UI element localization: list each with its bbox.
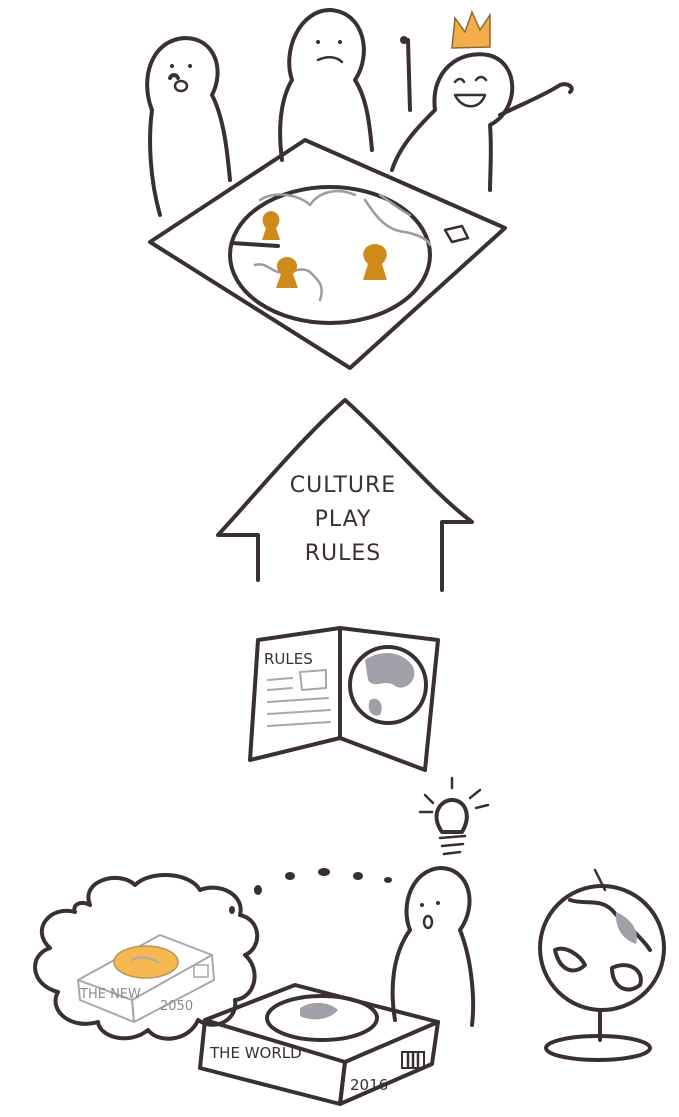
idea-lightbulb (420, 778, 488, 854)
imagined-box: THE NEW 2050 (78, 935, 214, 1022)
arrow-label-rules: RULES (305, 541, 382, 566)
desk-globe (540, 870, 664, 1060)
player-middle-figure (280, 10, 372, 160)
thinking-figure (393, 868, 473, 1025)
player-left-figure (147, 38, 230, 215)
lightbulb-icon (437, 800, 467, 832)
box-year: 2016 (350, 1076, 388, 1094)
thought-trail (229, 868, 392, 914)
pawn-icon (262, 211, 280, 240)
player-right-figure (392, 12, 572, 190)
rulebook-title: RULES (264, 650, 313, 668)
players-group (147, 10, 572, 215)
box-title: THE WORLD (209, 1044, 302, 1062)
up-arrow: CULTURE PLAY RULES (218, 400, 472, 590)
board-world-map (230, 187, 430, 323)
rulebook: RULES (250, 628, 438, 770)
game-board (150, 140, 505, 368)
imagined-box-year: 2050 (160, 999, 193, 1014)
pawn-icon (363, 244, 387, 280)
crown-icon (452, 12, 490, 48)
arrow-label-play: PLAY (315, 507, 372, 532)
arrow-label-culture: CULTURE (290, 473, 396, 498)
imagined-box-title: THE NEW (79, 987, 141, 1002)
